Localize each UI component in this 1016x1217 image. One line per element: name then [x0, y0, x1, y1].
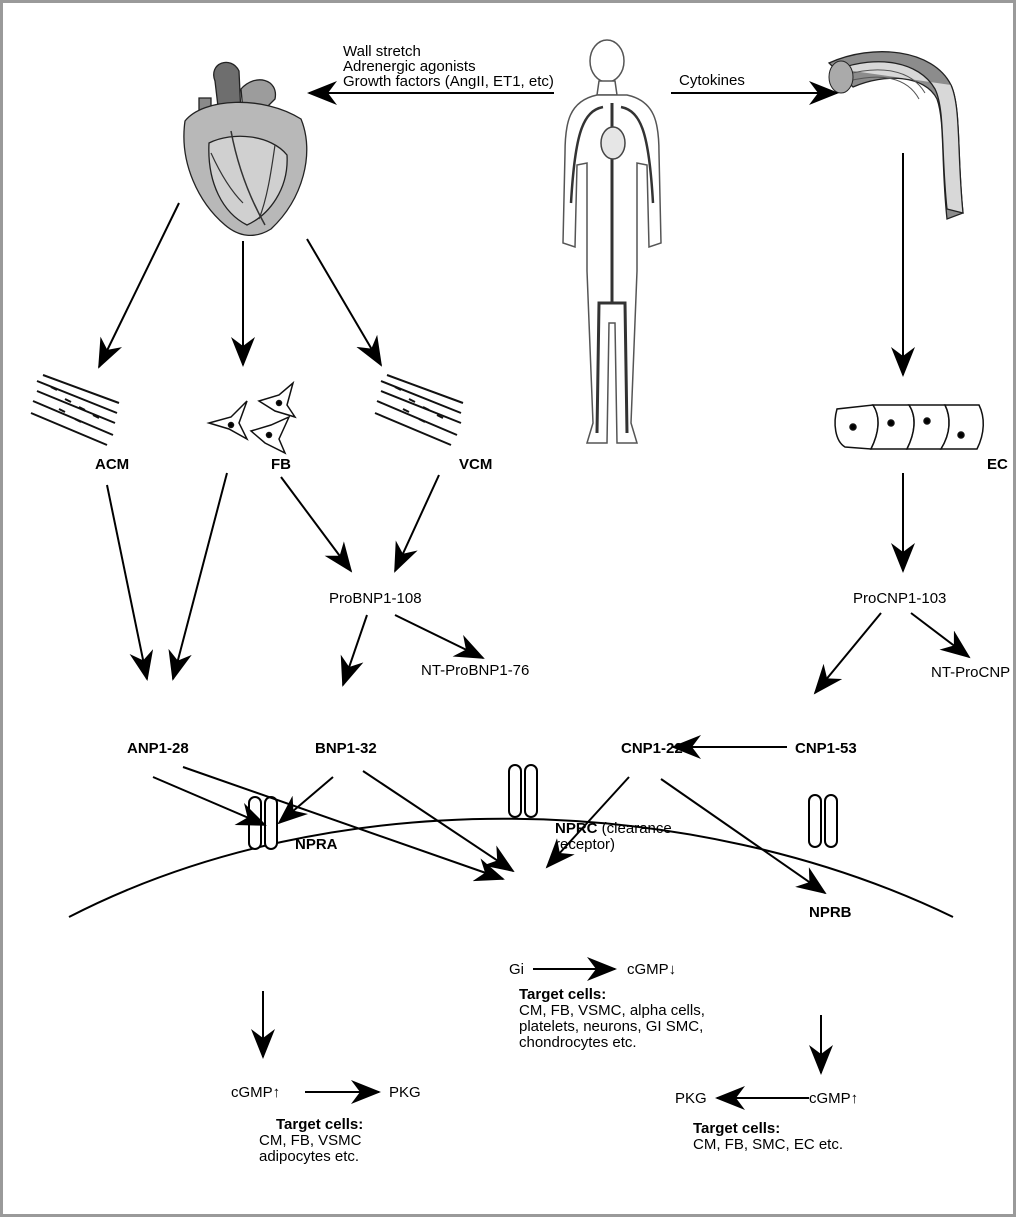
arrow-heart-to-acm — [99, 203, 179, 367]
arrow-procnp-to-cnp53 — [815, 613, 881, 693]
nprc-target-line-3: chondrocytes etc. — [519, 1034, 637, 1051]
npra-cgmp-up: cGMP↑ — [231, 1084, 280, 1101]
stimulus-growth-factors: Growth factors (AngII, ET1, etc) — [343, 73, 554, 90]
arrow-anp-to-nprc — [183, 767, 503, 879]
nprb-receptor-shape — [809, 795, 837, 847]
atrial-cardiomyocyte-illustration — [31, 375, 119, 445]
natriuretic-peptide-pathway-diagram: Wall stretch Adrenergic agonists Growth … — [3, 3, 1013, 1214]
arrow-anp-to-npra — [153, 777, 265, 825]
arrow-heart-to-vcm — [307, 239, 381, 365]
ventricular-cardiomyocyte-illustration — [375, 375, 463, 445]
nprb-target-cells: Target cells: CM, FB, SMC, EC etc. — [693, 1120, 843, 1153]
nprb-target-heading: Target cells: — [693, 1120, 780, 1137]
precursor-procnp: ProCNP1-103 — [853, 590, 946, 607]
stimulus-cytokines: Cytokines — [679, 72, 745, 89]
cell-label-fb: FB — [271, 456, 291, 473]
arrow-fb-to-probnp — [281, 477, 351, 571]
receptor-label-nprc-desc: (clearance — [598, 820, 672, 837]
heart-illustration — [184, 62, 307, 235]
heart-stimuli-label: Wall stretch Adrenergic agonists Growth … — [343, 43, 554, 90]
peptide-cnp53: CNP1-53 — [795, 740, 857, 757]
receptor-label-nprb: NPRB — [809, 904, 852, 921]
npra-target-line-1: CM, FB, VSMC — [259, 1132, 362, 1149]
nprb-cgmp-up: cGMP↑ — [809, 1090, 858, 1107]
arrow-acm-to-anp — [107, 485, 147, 679]
arrow-procnp-to-ntprocnp — [911, 613, 969, 657]
cell-label-acm: ACM — [95, 456, 129, 473]
precursor-ntprocnp: NT-ProCNP — [931, 664, 1010, 681]
npra-target-cells: Target cells: CM, FB, VSMC adipocytes et… — [259, 1116, 363, 1165]
human-body-illustration — [563, 40, 661, 443]
endothelial-cells-illustration — [835, 405, 983, 449]
fibroblast-illustration — [209, 383, 295, 453]
receptor-label-npra: NPRA — [295, 836, 338, 853]
blood-vessel-illustration — [829, 52, 963, 219]
cell-label-vcm: VCM — [459, 456, 492, 473]
nprc-receptor-shape — [509, 765, 537, 817]
npra-target-line-2: adipocytes etc. — [259, 1148, 359, 1165]
npra-pkg: PKG — [389, 1084, 421, 1101]
nprb-pkg: PKG — [675, 1090, 707, 1107]
nprc-target-line-1: CM, FB, VSMC, alpha cells, — [519, 1002, 705, 1019]
nprc-target-line-2: platelets, neurons, GI SMC, — [519, 1018, 703, 1035]
peptide-bnp: BNP1-32 — [315, 740, 377, 757]
receptor-label-nprc: NPRC (clearance — [555, 820, 672, 837]
npra-receptor-shape — [249, 797, 277, 849]
peptide-cnp22: CNP1-22 — [621, 740, 683, 757]
arrow-probnp-to-ntprobnp — [395, 615, 483, 658]
precursor-ntprobnp: NT-ProBNP1-76 — [421, 662, 529, 679]
arrow-cnp22-to-nprb — [661, 779, 825, 893]
nprc-target-cells: Target cells: CM, FB, VSMC, alpha cells,… — [519, 986, 705, 1051]
nprc-cgmp-down: cGMP↓ — [627, 961, 676, 978]
arrow-probnp-to-bnp — [343, 615, 367, 685]
pathway-arrows — [99, 93, 969, 1098]
arrow-fb-to-anp — [173, 473, 227, 679]
nprb-target-line-1: CM, FB, SMC, EC etc. — [693, 1136, 843, 1153]
peptide-anp: ANP1-28 — [127, 740, 189, 757]
npra-target-heading: Target cells: — [276, 1116, 363, 1133]
arrow-vcm-to-probnp — [395, 475, 439, 571]
precursor-probnp: ProBNP1-108 — [329, 590, 422, 607]
cell-label-ec: EC — [987, 456, 1008, 473]
receptor-label-nprc-desc-2: receptor) — [555, 836, 615, 853]
nprc-target-heading: Target cells: — [519, 986, 606, 1003]
receptor-label-nprc-name: NPRC — [555, 820, 598, 837]
nprc-gi: Gi — [509, 961, 524, 978]
